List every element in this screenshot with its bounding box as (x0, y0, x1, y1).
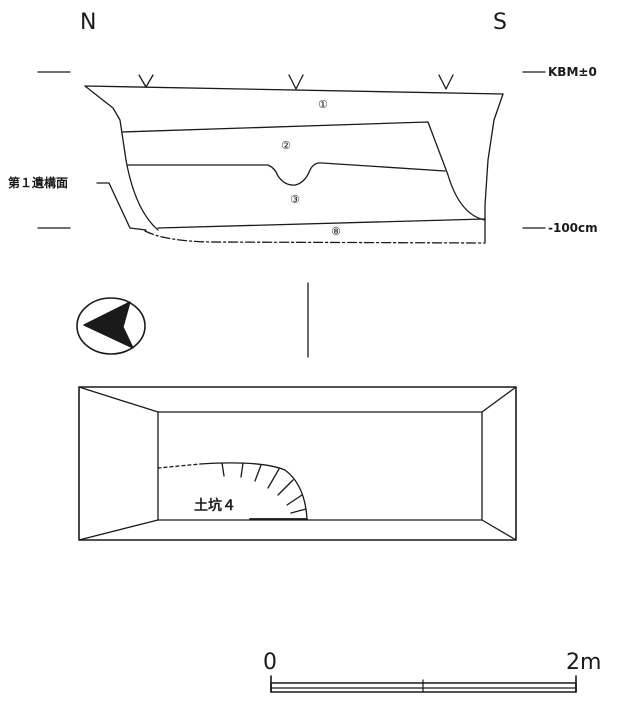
layer-boundary-3-8 (157, 218, 486, 229)
plan-corner-line (78, 386, 159, 413)
scale-bar (270, 675, 577, 693)
north-label: N (80, 10, 97, 35)
plan-outer-boundary (78, 386, 517, 541)
surface-marker (138, 74, 154, 88)
depth-label: -100cm (548, 221, 598, 235)
layer-boundary-1-2 (121, 121, 486, 221)
scale-start-label: 0 (263, 650, 277, 675)
layer-label-1: ① (318, 98, 328, 111)
north-arrow-icon (76, 297, 146, 355)
pit-4-label: 土坑４ (194, 498, 236, 514)
section-north-wall (84, 85, 159, 231)
layer-bottom-dashed (144, 230, 486, 244)
plan-corner-line (481, 386, 517, 413)
surface-marker (288, 74, 304, 90)
layer-label-2: ② (281, 139, 291, 152)
layer-boundary-2-3 (127, 162, 446, 186)
plan-corner-line (481, 519, 517, 541)
layer-label-3: ③ (290, 193, 300, 206)
surface-label: 第１遺構面 (8, 176, 69, 190)
surface-marker (438, 74, 454, 90)
south-label: S (493, 10, 507, 35)
surface-leader (96, 182, 147, 231)
section-top-line (84, 85, 504, 95)
pit-4-outline (157, 462, 308, 520)
scale-end-label: 2m (566, 650, 602, 675)
datum-label: KBM±0 (548, 65, 597, 79)
section-south-wall (484, 93, 504, 243)
plan-corner-line (78, 519, 159, 541)
layer-label-8: ⑧ (331, 225, 341, 238)
